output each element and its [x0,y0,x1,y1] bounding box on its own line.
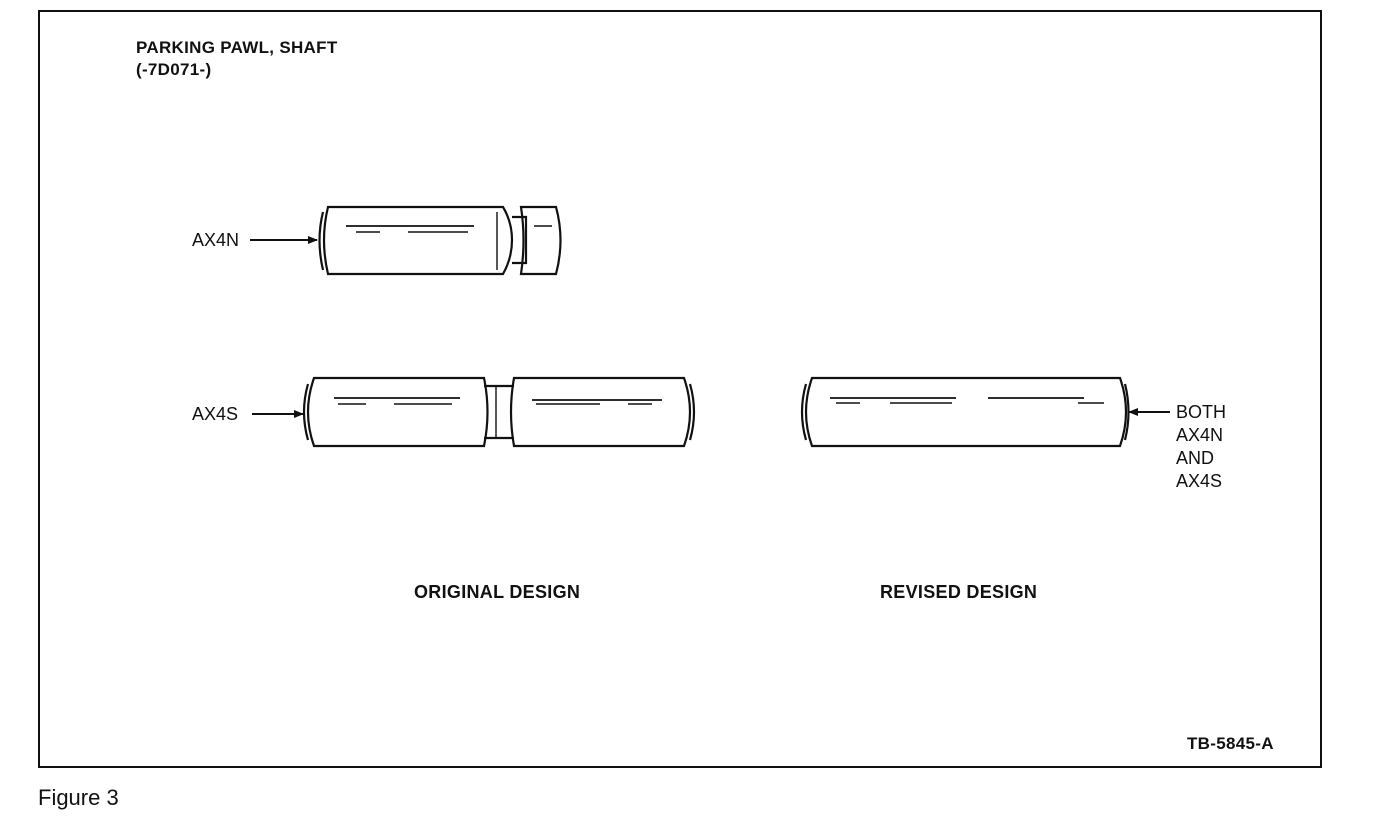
ax4s-shaft [302,376,696,448]
both-label-line4: AX4S [1176,471,1223,491]
diagram-title: PARKING PAWL, SHAFT [136,38,338,57]
original-design-caption: ORIGINAL DESIGN [414,582,581,602]
revised-design-caption: REVISED DESIGN [880,582,1038,602]
both-label-line2: AX4N [1176,425,1224,445]
part-number: (-7D071-) [136,60,212,79]
ax4s-label: AX4S [192,404,239,424]
revised-shaft [800,376,1130,448]
both-label-line1: BOTH [1176,402,1227,422]
figure-caption: Figure 3 [38,785,119,810]
both-label-line3: AND [1176,448,1215,468]
ax4n-shaft [318,205,562,276]
figure-frame [38,10,1322,768]
reference-code: TB-5845-A [1187,734,1274,753]
ax4n-label: AX4N [192,230,240,250]
